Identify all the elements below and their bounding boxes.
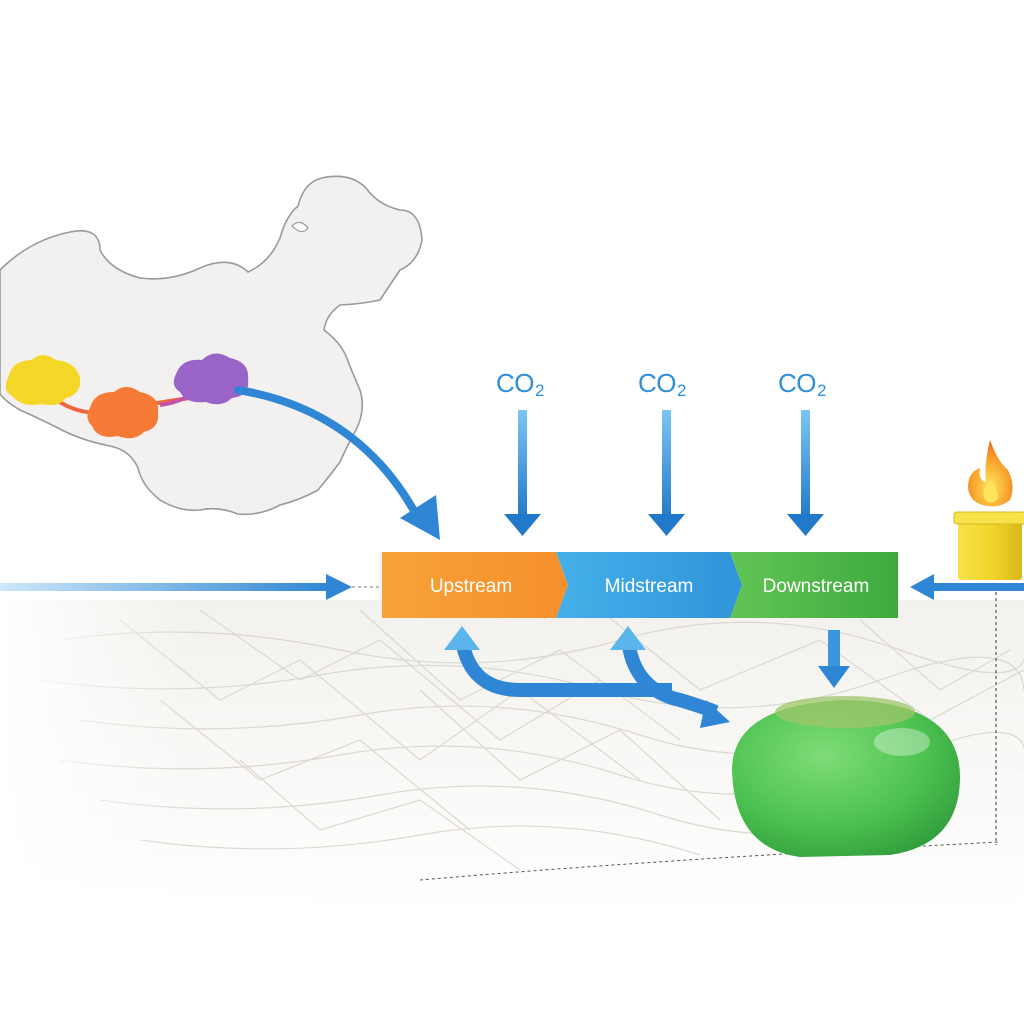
upstream-loop-arrow — [444, 626, 672, 697]
co2-down-arrow-2 — [648, 410, 685, 536]
svg-text:CO2: CO2 — [638, 368, 686, 400]
svg-text:CO2: CO2 — [778, 368, 826, 400]
fuel-container — [953, 511, 1024, 580]
stage-downstream-label: Downstream — [763, 576, 870, 597]
stage-midstream-block — [556, 552, 742, 618]
flame-icon — [968, 440, 1013, 507]
stage-downstream-block — [730, 552, 898, 618]
svg-text:CO2: CO2 — [496, 368, 544, 400]
region-map — [0, 175, 423, 516]
co2-down-arrow-3 — [787, 410, 824, 536]
midstream-loop-arrow — [610, 626, 730, 728]
value-chain-bar: Upstream Midstream Downstream — [382, 552, 898, 618]
region-marker-purple — [173, 353, 249, 405]
region-marker-orange — [87, 387, 159, 439]
co2-label-2: CO2 — [638, 368, 687, 400]
stage-upstream-block — [382, 552, 568, 618]
stage-midstream-label: Midstream — [605, 576, 694, 597]
region-marker-yellow — [5, 355, 81, 406]
stage-upstream-label: Upstream — [430, 576, 512, 597]
left-input-arrow — [0, 574, 380, 600]
co2-down-arrow-1 — [504, 410, 541, 536]
co2-label-3: CO2 — [778, 368, 827, 400]
storage-reservoir — [732, 696, 961, 857]
map-to-upstream-arrow — [234, 386, 440, 540]
right-input-arrow — [910, 574, 1024, 600]
downstream-down-arrow — [818, 630, 850, 688]
co2-label-1: CO2 — [496, 368, 545, 400]
